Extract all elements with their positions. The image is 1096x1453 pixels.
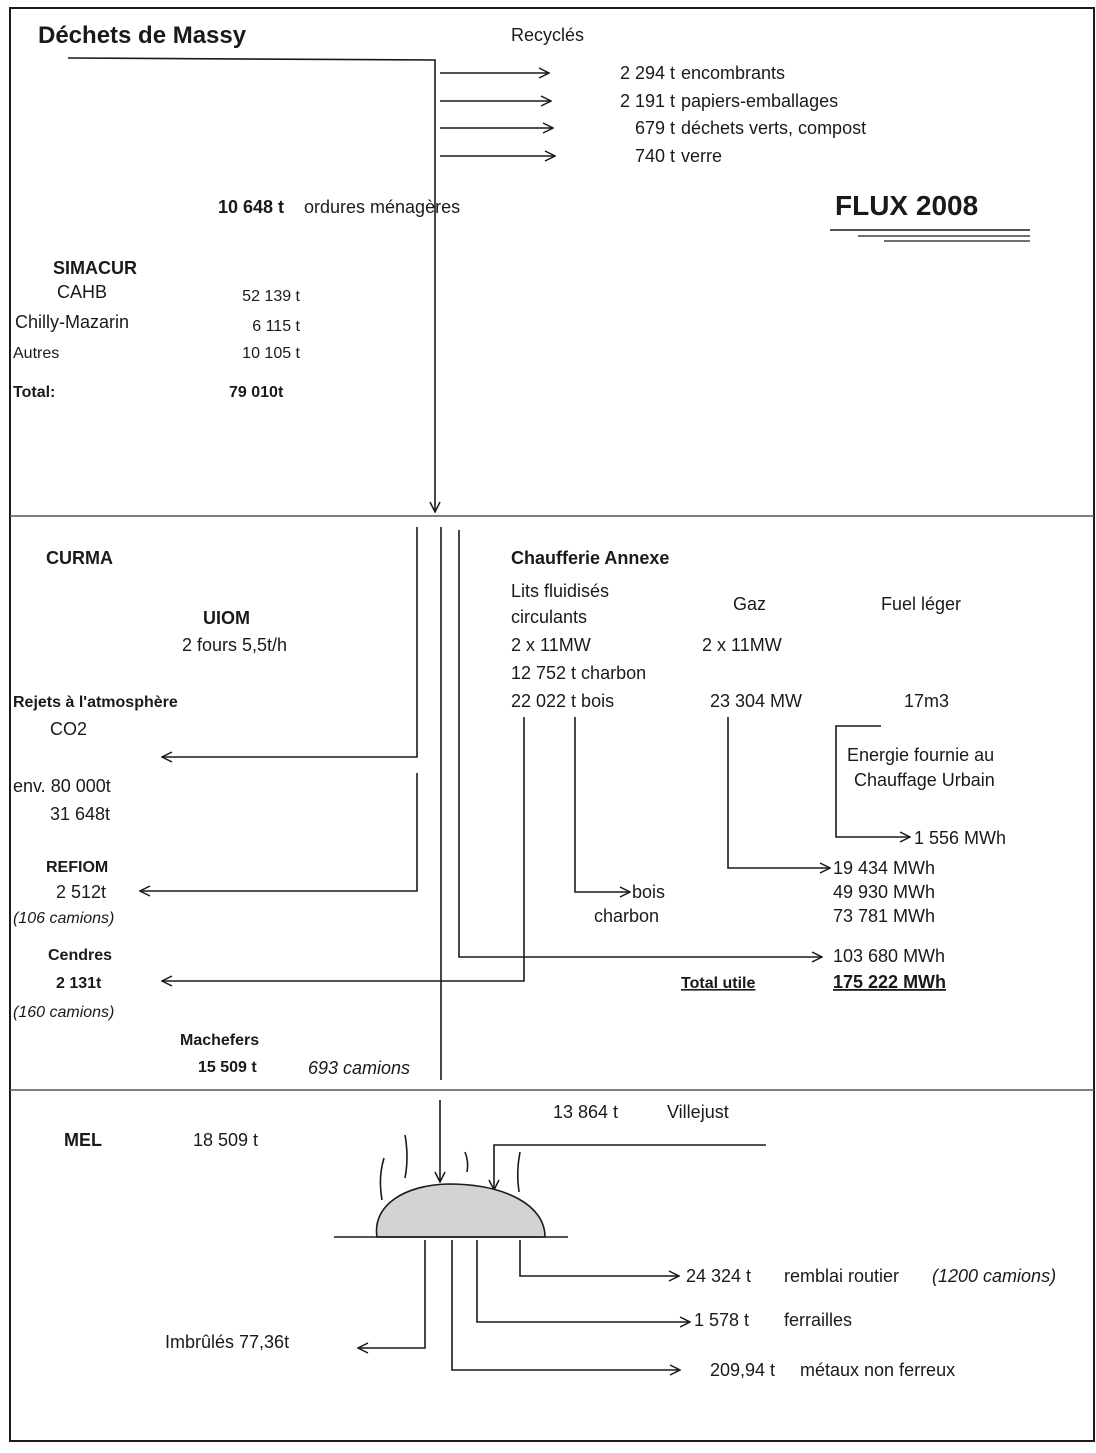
simacur-header: SIMACUR: [53, 258, 137, 278]
uiom-title: UIOM: [203, 608, 250, 628]
simacur-total-value: 79 010t: [229, 384, 284, 401]
vapour-line: [404, 1134, 408, 1179]
metaux-outflow: [451, 1240, 680, 1370]
lits-power: 2 x 11MW: [511, 635, 591, 655]
bois-input: 22 022 t bois: [511, 691, 614, 711]
imbrules-outflow: [358, 1240, 426, 1348]
landfill-mound: [375, 1183, 546, 1238]
recycle-qty: 740 t: [635, 146, 675, 166]
lits-label-1: Lits fluidisés: [511, 581, 609, 601]
ferrailles-outflow: [476, 1240, 690, 1322]
refiom-camions: (106 camions): [13, 910, 114, 927]
bois-charbon-line: [574, 717, 630, 892]
villejust-label: Villejust: [667, 1102, 729, 1122]
simacur-row-value: 10 105 t: [242, 345, 300, 362]
recycle-label: encombrants: [681, 63, 785, 83]
ferrailles-label: ferrailles: [784, 1310, 852, 1330]
ordures-qty: 10 648 t: [218, 197, 284, 217]
energie-label-1: Energie fournie au: [847, 745, 994, 765]
main-feed-line: [67, 57, 435, 512]
co2-label: CO2: [50, 719, 87, 739]
page-title: Déchets de Massy: [38, 22, 247, 49]
villejust-inflow-arrow: [494, 1144, 766, 1190]
uiom-desc: 2 fours 5,5t/h: [182, 635, 287, 655]
simacur-row-name: CAHB: [57, 282, 107, 302]
recycle-label: verre: [681, 146, 722, 166]
simacur-row-value: 52 139 t: [242, 288, 300, 305]
gaz-power: 2 x 11MW: [702, 635, 782, 655]
out-fuel: 1 556 MWh: [914, 828, 1006, 848]
rejets-title: Rejets à l'atmosphère: [13, 694, 178, 711]
out-charbon: 73 781 MWh: [833, 906, 935, 926]
remblai-label: remblai routier: [784, 1266, 899, 1286]
charbon-input: 12 752 t charbon: [511, 663, 646, 683]
refiom-value: 2 512t: [56, 882, 106, 902]
villejust-qty: 13 864 t: [553, 1102, 618, 1122]
metaux-qty: 209,94 t: [710, 1360, 775, 1380]
out-bois: 49 930 MWh: [833, 882, 935, 902]
cendres-camions: (160 camions): [13, 1004, 114, 1021]
remblai-qty: 24 324 t: [686, 1266, 751, 1286]
cendres-title: Cendres: [48, 947, 112, 964]
co2-flow-line: [162, 527, 418, 757]
cendres-flow-line: [162, 717, 525, 981]
machefers-camions: 693 camions: [308, 1058, 410, 1078]
simacur-total-label: Total:: [13, 384, 55, 401]
cendres-value: 2 131t: [56, 975, 102, 992]
env-label: env. 80 000t: [13, 776, 111, 796]
refiom-title: REFIOM: [46, 859, 108, 876]
refiom-flow-line: [140, 773, 418, 891]
total-utile-label: Total utile: [681, 975, 755, 992]
remblai-camions: (1200 camions): [932, 1266, 1056, 1286]
vapour-line: [464, 1151, 469, 1173]
metaux-label: métaux non ferreux: [800, 1360, 955, 1380]
vapour-line: [379, 1157, 385, 1201]
recycle-qty: 679 t: [635, 118, 675, 138]
chaufferie-header: Chaufferie Annexe: [511, 548, 669, 568]
recycle-label: déchets verts, compost: [681, 118, 866, 138]
curma-header: CURMA: [46, 548, 113, 568]
outer-frame: [9, 7, 1095, 1442]
recycles-header: Recyclés: [511, 25, 584, 45]
fuel-energy-line: [835, 725, 910, 837]
fuel-title: Fuel léger: [881, 594, 961, 614]
charbon-label: charbon: [594, 906, 659, 926]
mel-header: MEL: [64, 1130, 102, 1150]
energie-label-2: Chauffage Urbain: [854, 770, 995, 790]
machefers-value: 15 509 t: [198, 1059, 257, 1076]
bois-label: bois: [632, 882, 665, 902]
total-utile-value: 175 222 MWh: [833, 972, 946, 992]
simacur-row-name: Autres: [13, 345, 59, 362]
gaz-energy-line: [727, 717, 830, 868]
gaz-title: Gaz: [733, 594, 766, 614]
recycle-label: papiers-emballages: [681, 91, 838, 111]
simacur-row-value: 6 115 t: [252, 318, 300, 335]
machefers-title: Machefers: [180, 1032, 259, 1049]
remblai-outflow: [519, 1240, 679, 1276]
lits-label-2: circulants: [511, 607, 587, 627]
gaz-value: 23 304 MW: [710, 691, 802, 711]
vapour-line: [516, 1151, 521, 1193]
out-uiom: 103 680 MWh: [833, 946, 945, 966]
recycle-qty: 2 191 t: [620, 91, 675, 111]
simacur-row-name: Chilly-Mazarin: [15, 312, 129, 332]
out-gaz: 19 434 MWh: [833, 858, 935, 878]
uiom-energy-line: [458, 530, 822, 957]
co2-value: 31 648t: [50, 804, 110, 824]
fuel-value: 17m3: [904, 691, 949, 711]
ferrailles-qty: 1 578 t: [694, 1310, 749, 1330]
recycle-qty: 2 294 t: [620, 63, 675, 83]
flux-title: FLUX 2008: [835, 190, 978, 221]
imbrules-label: Imbrûlés 77,36t: [165, 1332, 289, 1352]
ordures-label: ordures ménagères: [304, 197, 460, 217]
mel-value: 18 509 t: [193, 1130, 258, 1150]
